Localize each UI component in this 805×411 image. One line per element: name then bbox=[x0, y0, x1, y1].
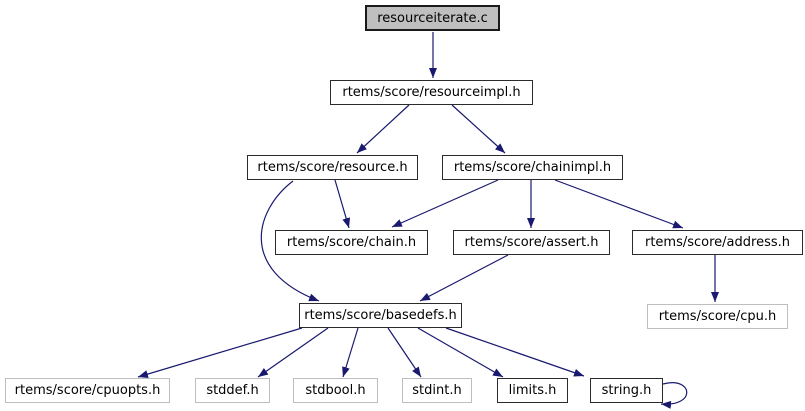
node-resourceiterate-c: resourceiterate.c bbox=[365, 5, 500, 31]
node-cpuopts-h: rtems/score/cpuopts.h bbox=[5, 378, 170, 403]
node-resourceimpl-h[interactable]: rtems/score/resourceimpl.h bbox=[330, 80, 533, 105]
node-address-h[interactable]: rtems/score/address.h bbox=[632, 230, 803, 255]
edge-basedefs-limits bbox=[417, 327, 504, 378]
edge-resourceimpl-chainimpl bbox=[451, 104, 506, 154]
edge-basedefs-stdbool bbox=[342, 327, 359, 378]
edge-resource-basedefs bbox=[260, 180, 320, 302]
node-stddef-h: stddef.h bbox=[195, 378, 270, 403]
edge-basedefs-string bbox=[445, 327, 585, 377]
node-stdint-h: stdint.h bbox=[402, 378, 472, 403]
node-basedefs-h[interactable]: rtems/score/basedefs.h bbox=[299, 303, 462, 328]
edge-resourceimpl-resource bbox=[356, 104, 410, 154]
edge-basedefs-stddef bbox=[257, 327, 329, 378]
node-resource-h[interactable]: rtems/score/resource.h bbox=[247, 155, 418, 180]
node-string-h[interactable]: string.h bbox=[590, 378, 663, 403]
edge-resource-chain bbox=[334, 179, 351, 229]
edge-chainimpl-address bbox=[554, 179, 684, 229]
edge-string-self-loop bbox=[660, 382, 688, 409]
edge-chainimpl-chain bbox=[391, 179, 499, 228]
node-chain-h[interactable]: rtems/score/chain.h bbox=[275, 230, 428, 255]
node-chainimpl-h[interactable]: rtems/score/chainimpl.h bbox=[442, 155, 623, 180]
edge-basedefs-cpuopts bbox=[137, 327, 303, 378]
edge-assert-basedefs bbox=[419, 254, 509, 302]
node-stdbool-h: stdbool.h bbox=[293, 378, 378, 403]
node-assert-h[interactable]: rtems/score/assert.h bbox=[453, 230, 610, 255]
edge-basedefs-stdint bbox=[387, 327, 422, 378]
node-limits-h[interactable]: limits.h bbox=[497, 378, 568, 403]
node-cpu-h: rtems/score/cpu.h bbox=[647, 304, 788, 329]
